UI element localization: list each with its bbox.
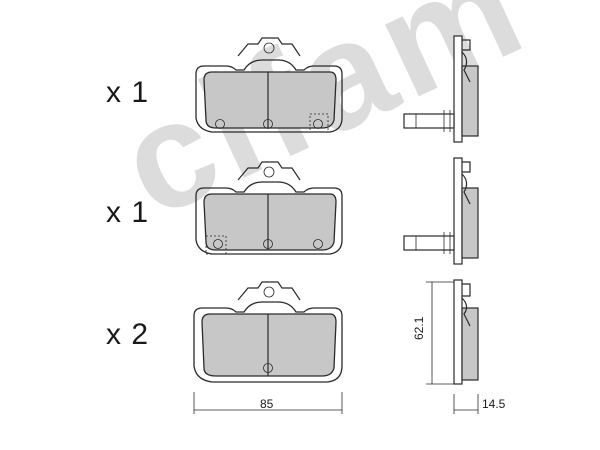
sensor-box-2 (205, 235, 227, 255)
dimension-lines (193, 281, 479, 414)
clip-hole-3 (263, 286, 275, 298)
clip-hole-2 (263, 166, 275, 178)
thickness-dimension-label: 14.5 (482, 397, 506, 411)
side-sensor-1 (403, 113, 455, 129)
spring-clip-1 (237, 37, 301, 57)
friction-pad-2 (203, 193, 337, 251)
side-plate-2 (453, 157, 463, 265)
quantity-label-2: x 1 (106, 196, 150, 229)
brake-pad-3 (193, 281, 343, 383)
side-friction-2 (461, 187, 479, 259)
side-friction-1 (461, 65, 479, 137)
side-tab-2 (462, 161, 471, 173)
height-dimension-label: 62.1 (412, 316, 426, 340)
brake-pad-2 (195, 161, 343, 255)
rivet-2a (213, 239, 223, 249)
rivet-2b (263, 239, 273, 249)
side-tab-1 (462, 39, 471, 51)
side-spring-3 (461, 297, 471, 327)
quantity-label-3: x 2 (106, 318, 150, 351)
sensor-box-1 (309, 113, 329, 133)
rivet-3a (263, 363, 273, 373)
friction-pad-3 (201, 313, 337, 377)
side-view-1 (403, 35, 479, 143)
friction-pad-1 (203, 71, 337, 129)
side-spring-2 (461, 173, 471, 205)
brake-pad-1 (195, 37, 343, 133)
clip-hole-1 (263, 42, 275, 54)
spring-clip-2 (237, 161, 301, 181)
backing-plate-2 (195, 181, 343, 255)
side-sensor-2 (403, 235, 455, 251)
rivet-1a (215, 119, 225, 129)
side-plate-1 (453, 35, 463, 143)
rivet-2c (313, 239, 323, 249)
backing-plate-3 (193, 301, 343, 383)
rivet-1b (263, 119, 273, 129)
side-view-2 (403, 157, 479, 265)
side-view-3 (453, 279, 479, 385)
side-friction-3 (461, 307, 479, 381)
backing-plate-1 (195, 59, 343, 133)
spring-clip-3 (237, 281, 301, 301)
side-spring-1 (461, 51, 471, 83)
width-dimension-label: 85 (260, 397, 274, 411)
side-tab-3 (462, 283, 471, 297)
quantity-label-1: x 1 (106, 76, 150, 109)
rivet-1c (313, 119, 323, 129)
side-plate-3 (453, 279, 463, 385)
